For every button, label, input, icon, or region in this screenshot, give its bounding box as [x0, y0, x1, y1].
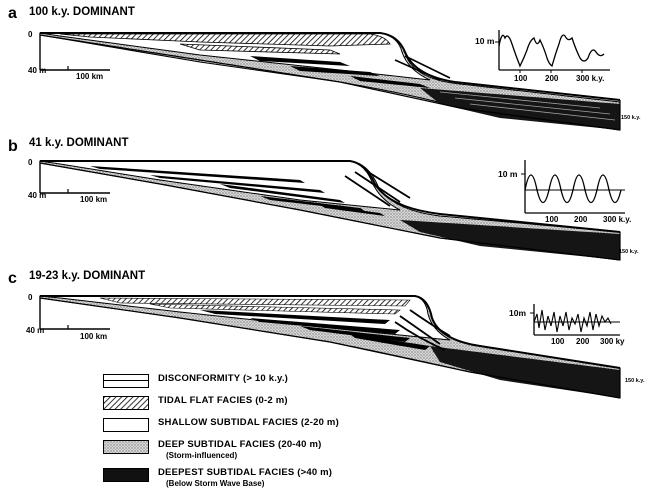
scale-bar-b: [39, 161, 110, 194]
legend-label-tidal-flat: TIDAL FLAT FACIES (0-2 m): [158, 395, 288, 406]
scale-label-c: 100 km: [80, 332, 107, 341]
depth-top-label-b: 0: [28, 158, 33, 167]
depth-bottom-label-a: 40 m: [28, 66, 46, 75]
scale-bar-a: [39, 33, 110, 71]
panel-title-a: 100 k.y. DOMINANT: [29, 6, 135, 18]
scale-bar-c: [39, 296, 110, 330]
legend-swatch-shallow-subtidal: [103, 418, 149, 432]
legend-swatch-tidal-flat: [103, 396, 149, 410]
panel-b: b 41 k.y. DOMINANT 0 40 m 100 km 150 k.y…: [8, 137, 639, 261]
scale-label-a: 100 km: [76, 72, 103, 81]
sea-level-inset-a: [495, 30, 610, 73]
inset-tick-a-3: 300 k.y.: [576, 74, 604, 83]
legend-sublabel-deep-subtidal: (Storm-influenced): [166, 451, 238, 460]
inset-tick-b-1: 100: [545, 215, 559, 224]
legend-label-deep-subtidal: DEEP SUBTIDAL FACIES (20-40 m): [158, 439, 322, 450]
inset-amp-c: 10m: [509, 308, 526, 318]
inset-tick-c-1: 100: [551, 337, 565, 346]
inset-tick-a-1: 100: [514, 74, 528, 83]
inset-tick-a-2: 200: [545, 74, 559, 83]
panel-letter-c: c: [8, 270, 17, 287]
depth-bottom-label-c: 40 m: [26, 326, 44, 335]
sea-level-inset-b: [521, 160, 625, 214]
cross-section-a: [39, 32, 621, 131]
panel-letter-a: a: [8, 5, 17, 22]
depth-top-label-a: 0: [28, 30, 33, 39]
depth-bottom-label-b: 40 m: [28, 191, 46, 200]
panel-title-b: 41 k.y. DOMINANT: [29, 137, 128, 149]
panel-c: c 19-23 k.y. DOMINANT 0 40 m 100 km 150 …: [8, 270, 645, 399]
inset-tick-c-2: 200: [576, 337, 590, 346]
panel-title-c: 19-23 k.y. DOMINANT: [29, 270, 145, 282]
end-label-c: 150 k.y.: [625, 378, 645, 384]
scale-label-b: 100 km: [80, 195, 107, 204]
legend-label-disconformity: DISCONFORMITY (> 10 k.y.): [158, 373, 289, 384]
end-label-a: 150 k.y.: [621, 115, 641, 121]
panel-a: a 100 k.y. DOMINANT 0 40 m 100 km: [8, 5, 641, 131]
end-label-b: 150 k.y.: [619, 249, 639, 255]
panel-letter-b: b: [8, 138, 18, 155]
legend-swatch-deepest-subtidal: [103, 468, 149, 482]
cross-section-c: [39, 295, 621, 399]
inset-tick-b-2: 200: [574, 215, 588, 224]
inset-tick-c-3: 300 ky: [600, 337, 625, 346]
depth-top-label-c: 0: [28, 293, 33, 302]
inset-tick-b-3: 300 k.y.: [603, 215, 631, 224]
legend-label-deepest-subtidal: DEEPEST SUBTIDAL FACIES (>40 m): [158, 467, 333, 478]
cross-section-b: [39, 160, 621, 261]
inset-amp-a: 10 m: [475, 36, 495, 46]
sea-level-inset-c: [530, 304, 620, 336]
legend-swatch-deep-subtidal: [103, 440, 149, 454]
inset-amp-b: 10 m: [498, 169, 518, 179]
legend-swatch-disconformity: [103, 374, 149, 388]
legend-label-shallow-subtidal: SHALLOW SUBTIDAL FACIES (2-20 m): [158, 417, 339, 428]
